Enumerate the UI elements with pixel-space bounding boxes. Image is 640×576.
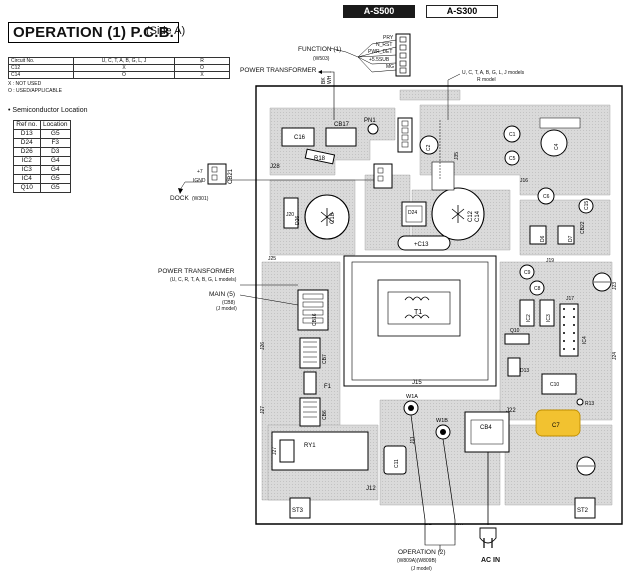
svg-text:C8: C8 xyxy=(534,286,541,292)
svg-text:C14: C14 xyxy=(475,210,481,222)
svg-text:+C13: +C13 xyxy=(414,242,429,248)
svg-text:C18: C18 xyxy=(330,212,336,224)
power-transformer-top-label: POWER TRANSFORMER xyxy=(240,67,317,74)
svg-text:F1: F1 xyxy=(324,384,332,390)
semiconductor-title: • Semiconductor Location xyxy=(8,107,88,114)
svg-text:T1: T1 xyxy=(414,309,422,316)
function-pin-label: PRY xyxy=(383,35,394,41)
svg-text:J27: J27 xyxy=(260,406,266,414)
svg-text:C4: C4 xyxy=(554,143,560,150)
svg-text:IC4: IC4 xyxy=(582,336,588,344)
function-connector-ref: (W503) xyxy=(313,56,330,62)
svg-text:J27: J27 xyxy=(272,447,278,455)
operation2-title: OPERATION (2) xyxy=(398,549,446,556)
svg-text:D24: D24 xyxy=(408,210,417,216)
svg-text:J12: J12 xyxy=(366,486,376,492)
svg-text:CB16: CB16 xyxy=(312,313,318,326)
svg-text:CB7: CB7 xyxy=(322,354,328,364)
svg-text:CB4: CB4 xyxy=(480,425,492,431)
ac-in-label: AC IN xyxy=(481,557,501,564)
svg-text:R18: R18 xyxy=(314,156,326,162)
main-connector-title: MAIN (5) xyxy=(209,291,235,298)
svg-text:C5: C5 xyxy=(509,156,516,162)
table-row: C14 O X xyxy=(8,71,230,79)
svg-text:J20: J20 xyxy=(286,212,294,218)
model-tab-a-s500[interactable]: A-S500 xyxy=(343,5,415,18)
dock-ref: (W301) xyxy=(192,196,209,202)
svg-text:ST3: ST3 xyxy=(292,508,304,514)
dock-title: DOCK xyxy=(170,195,189,202)
dock-pin-label: +7 xyxy=(197,169,203,175)
svg-text:W1B: W1B xyxy=(436,418,448,424)
legend-used: O : USED/APPLICABLE xyxy=(8,88,62,94)
dock-pin-label: IGND xyxy=(193,178,206,184)
svg-text:J28: J28 xyxy=(270,164,280,170)
svg-text:RY1: RY1 xyxy=(304,443,316,449)
svg-text:J15: J15 xyxy=(412,380,422,386)
svg-text:D26: D26 xyxy=(295,216,301,225)
function-connector-title: FUNCTION (1) xyxy=(298,46,342,53)
function-pin-label: PWR_DET xyxy=(368,49,393,55)
svg-text:D6: D6 xyxy=(540,235,546,242)
svg-text:J25: J25 xyxy=(268,256,276,262)
svg-text:C16: C16 xyxy=(294,135,306,141)
svg-text:C1: C1 xyxy=(509,132,516,138)
svg-text:J24: J24 xyxy=(612,352,618,360)
svg-text:J19: J19 xyxy=(546,258,554,264)
power-transformer-left-note: (U, C, R, T, A, B, G, L models) xyxy=(170,277,237,283)
model-tab-a-s300[interactable]: A-S300 xyxy=(426,5,498,18)
svg-text:BK: BK xyxy=(321,77,327,84)
circuit-table: Circuit No. U, C, T, A, B, G, L, J R C12… xyxy=(8,57,230,79)
svg-text:C9: C9 xyxy=(524,270,531,276)
svg-text:D13: D13 xyxy=(520,368,529,374)
svg-text:CB6: CB6 xyxy=(322,410,328,420)
svg-text:CB22: CB22 xyxy=(580,221,586,234)
table-row: C12 X O xyxy=(8,64,230,72)
svg-text:J35: J35 xyxy=(454,152,460,160)
side-label: (Side A) xyxy=(146,25,186,37)
svg-text:D7: D7 xyxy=(568,235,574,242)
svg-text:C15: C15 xyxy=(584,201,590,210)
svg-text:J17: J17 xyxy=(566,296,574,302)
main-connector-note: (J model) xyxy=(216,306,237,312)
svg-text:C6: C6 xyxy=(543,194,550,200)
svg-text:J23: J23 xyxy=(612,282,618,290)
table-cell: G5 xyxy=(39,183,71,193)
table-cell: X xyxy=(174,71,230,79)
models-note-2: R model xyxy=(477,77,496,83)
svg-text:J11: J11 xyxy=(410,436,416,444)
svg-text:IC2: IC2 xyxy=(526,314,532,322)
svg-text:J26: J26 xyxy=(260,342,266,350)
operation2-note: (J model) xyxy=(411,566,432,572)
svg-text:C2: C2 xyxy=(426,144,432,151)
svg-text:C12: C12 xyxy=(468,210,474,222)
legend-not-used: X : NOT USED xyxy=(8,81,42,87)
function-pin-label: N_RST xyxy=(376,42,393,48)
function-pin-label: MG xyxy=(386,64,395,70)
page-title: OPERATION (1) P.C.B. xyxy=(8,22,179,43)
operation2-ref: (W809A)(W809B) xyxy=(397,558,437,564)
svg-text:W1A: W1A xyxy=(406,394,418,400)
svg-text:J16: J16 xyxy=(520,178,528,184)
models-note-1: U, C, T, A, B, G, L, J models xyxy=(462,70,525,76)
svg-text:CB21: CB21 xyxy=(228,168,234,184)
svg-text:ST2: ST2 xyxy=(577,508,589,514)
svg-text:Q10: Q10 xyxy=(510,328,520,334)
svg-text:J22: J22 xyxy=(506,408,516,414)
function-pin-label: +5.5SUB xyxy=(369,57,390,63)
svg-text:CB17: CB17 xyxy=(334,122,350,128)
main-connector-ref: (CB8) xyxy=(222,300,236,306)
svg-text:C7: C7 xyxy=(552,423,560,429)
svg-text:PN1: PN1 xyxy=(364,118,376,124)
svg-text:R13: R13 xyxy=(585,401,594,407)
svg-text:IC3: IC3 xyxy=(546,314,552,322)
svg-text:C11: C11 xyxy=(394,459,400,468)
svg-text:C10: C10 xyxy=(550,382,559,388)
power-transformer-left-title: POWER TRANSFORMER xyxy=(158,268,235,275)
svg-text:WH: WH xyxy=(327,75,333,84)
